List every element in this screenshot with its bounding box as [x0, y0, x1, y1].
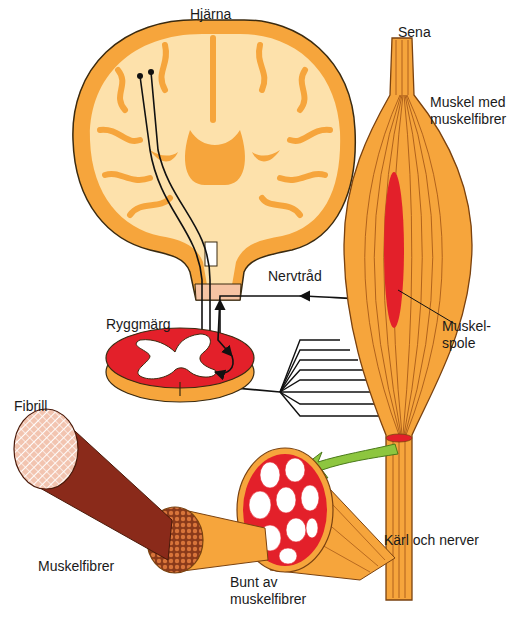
brain-fold: [262, 198, 300, 215]
brain-ventricle: [252, 150, 280, 162]
brain-fold: [210, 38, 216, 120]
brain-ventricle: [150, 150, 178, 162]
fibre-bundle: [306, 518, 318, 538]
structure-label: Fibrill: [14, 398, 84, 415]
grey-matter: [136, 334, 216, 379]
structure-label: Muskel- spole: [442, 318, 498, 352]
structure-label: Hjärna: [190, 6, 270, 23]
spinal-cord-section: [106, 328, 254, 388]
brain-ventricle: [185, 130, 245, 185]
muscle-fibre: [404, 95, 422, 435]
brain-fold: [105, 174, 150, 180]
motor-fibre: [280, 370, 365, 392]
brain-fold: [100, 130, 140, 141]
brain-fold: [118, 70, 125, 110]
muscle-fibre: [403, 95, 412, 435]
brain-fold: [259, 45, 264, 90]
brain-fold: [161, 45, 166, 90]
neuron-body: [148, 69, 154, 75]
fibril-section: [14, 409, 78, 489]
sensory-fibre-line: [218, 296, 300, 356]
brain-fold: [280, 174, 325, 180]
structure-label: Bunt av muskelfibrer: [230, 574, 330, 608]
brain-fold: [300, 70, 305, 110]
motor-fibre: [280, 340, 340, 392]
brain-fold: [130, 198, 170, 215]
brain-outline: [73, 20, 355, 300]
fibre-bundle: [285, 458, 305, 482]
cord-fissure: [179, 382, 180, 396]
motor-fibre: [280, 360, 358, 392]
muscle-fibre: [405, 95, 433, 435]
tendon-line: [396, 40, 408, 95]
fibre-bundle: [260, 462, 280, 488]
motor-fibre: [280, 391, 378, 392]
structure-label: Nervtråd: [268, 268, 348, 285]
neuron-body: [137, 73, 143, 79]
structure-label: Muskelfibrer: [38, 558, 148, 575]
tendon-line: [393, 440, 405, 598]
structure-label: Muskel med muskelfibrer: [430, 94, 511, 128]
brain-folds: [100, 38, 330, 215]
fibre-bundle: [276, 487, 296, 513]
brain-inner: [90, 34, 340, 285]
motor-fibre: [280, 380, 372, 392]
structure-label: Kärl och nerver: [384, 532, 504, 549]
fibre-bundle: [286, 518, 306, 542]
muscle-spindle: [384, 172, 404, 328]
fibre-bundle: [301, 485, 319, 511]
muscle-cut: [386, 434, 412, 442]
reflex-line: [215, 356, 233, 373]
motor-fibre: [280, 392, 384, 404]
muscle-fibre: [406, 95, 442, 435]
structure-label: Sena: [398, 24, 458, 41]
brain-fold: [290, 130, 330, 141]
fibre-bundle: [249, 491, 271, 519]
structure-label: Ryggmärg: [106, 316, 196, 333]
fibre-bundle: [279, 548, 297, 564]
